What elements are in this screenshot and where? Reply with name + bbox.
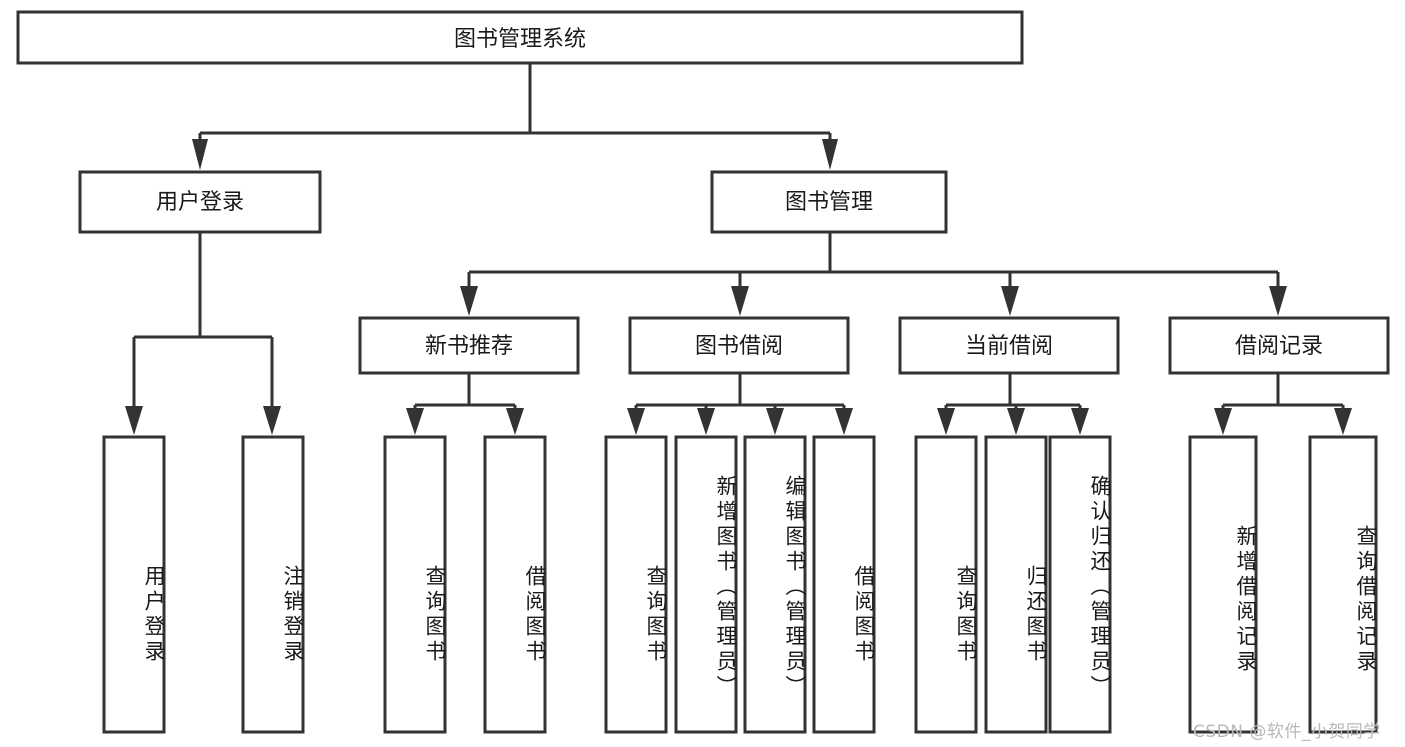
arrow-to-leaf-confirm-return bbox=[1071, 408, 1089, 435]
node-borrow-record[interactable]: 借阅记录 bbox=[1168, 316, 1390, 375]
leaf-query-book-rec-box[interactable] bbox=[383, 435, 447, 734]
node-book-borrow[interactable]: 图书借阅 bbox=[628, 316, 850, 375]
node-new-book-rec-label: 新书推荐 bbox=[425, 334, 513, 359]
arrow-to-leaf-query-record bbox=[1334, 408, 1352, 435]
node-user-login[interactable]: 用户登录 bbox=[78, 170, 322, 234]
arrow-to-book-manage bbox=[822, 139, 838, 170]
leaf-borrow-book-rec-box[interactable] bbox=[483, 435, 547, 734]
node-user-login-box[interactable] bbox=[78, 170, 322, 234]
leaf-query-book-cur-box[interactable] bbox=[914, 435, 978, 734]
node-user-login-label: 用户登录 bbox=[156, 190, 244, 215]
arrow-to-book-borrow bbox=[731, 286, 749, 316]
node-current-borrow-box[interactable] bbox=[898, 316, 1120, 375]
node-new-book-rec-box[interactable] bbox=[358, 316, 580, 375]
leaf-query-book-bw-box[interactable] bbox=[604, 435, 668, 734]
leaf-query-record-box[interactable] bbox=[1308, 435, 1378, 734]
arrow-to-leaf-borrow-book-rec bbox=[506, 408, 524, 435]
node-book-manage-label: 图书管理 bbox=[785, 190, 873, 215]
arrow-to-leaf-query-book-cur bbox=[937, 408, 955, 435]
node-book-borrow-label: 图书借阅 bbox=[695, 334, 783, 359]
arrow-to-leaf-query-book-rec bbox=[406, 408, 424, 435]
node-borrow-record-box[interactable] bbox=[1168, 316, 1390, 375]
arrow-to-leaf-add-record bbox=[1214, 408, 1232, 435]
arrow-to-leaf-user-login bbox=[125, 406, 143, 435]
leaf-logout-box[interactable] bbox=[241, 435, 305, 734]
connectors-group bbox=[125, 63, 1352, 435]
arrow-to-leaf-return-book bbox=[1007, 408, 1025, 435]
node-book-manage-box[interactable] bbox=[710, 170, 948, 234]
arrow-to-leaf-add-book-admin bbox=[697, 408, 715, 435]
node-current-borrow-label: 当前借阅 bbox=[965, 334, 1053, 359]
node-new-book-rec[interactable]: 新书推荐 bbox=[358, 316, 580, 375]
csdn-watermark: CSDN @软件_小贺同学 bbox=[1193, 722, 1381, 742]
node-root-label: 图书管理系统 bbox=[454, 27, 586, 52]
arrow-to-current-borrow bbox=[1001, 286, 1019, 316]
arrow-to-borrow-record bbox=[1269, 286, 1287, 316]
arrow-to-user-login bbox=[192, 139, 208, 170]
leaf-add-record-box[interactable] bbox=[1188, 435, 1258, 734]
node-root-box[interactable] bbox=[16, 10, 1024, 65]
node-book-manage[interactable]: 图书管理 bbox=[710, 170, 948, 234]
leaf-user-login-box[interactable] bbox=[102, 435, 166, 734]
arrow-to-leaf-borrow-book-bw bbox=[835, 408, 853, 435]
arrow-to-leaf-edit-book-admin bbox=[766, 408, 784, 435]
arrow-to-new-book-rec bbox=[460, 286, 478, 316]
node-root[interactable]: 图书管理系统 bbox=[16, 10, 1024, 65]
leaf-borrow-book-bw-box[interactable] bbox=[812, 435, 876, 734]
leaf-confirm-return-box[interactable] bbox=[1048, 435, 1112, 734]
node-borrow-record-label: 借阅记录 bbox=[1235, 334, 1323, 359]
leaf-edit-book-admin-box[interactable] bbox=[743, 435, 807, 734]
leaf-add-book-admin-box[interactable] bbox=[674, 435, 738, 734]
leaf-boxes-group bbox=[102, 435, 1378, 734]
arrow-to-leaf-query-book-bw bbox=[627, 408, 645, 435]
arrow-to-leaf-logout bbox=[263, 406, 281, 435]
node-book-borrow-box[interactable] bbox=[628, 316, 850, 375]
leaf-return-book-box[interactable] bbox=[984, 435, 1048, 734]
node-current-borrow[interactable]: 当前借阅 bbox=[898, 316, 1120, 375]
